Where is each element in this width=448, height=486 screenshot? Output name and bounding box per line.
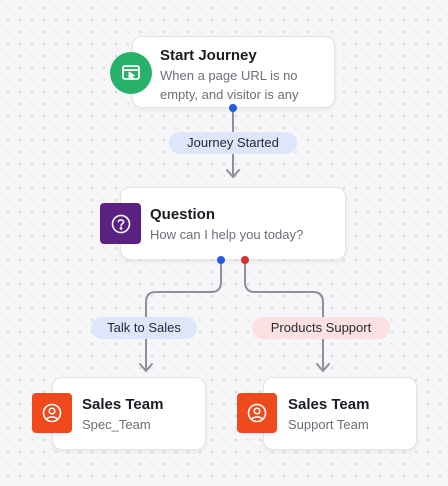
browser-pointer-icon xyxy=(122,65,140,80)
start-journey-node[interactable]: Start Journey When a page URL is no empt… xyxy=(132,36,335,108)
arrowhead xyxy=(316,363,330,372)
support-team-node[interactable]: Sales Team Support Team xyxy=(263,377,417,450)
connector-question-sales xyxy=(145,259,222,371)
question-output-handle-support[interactable] xyxy=(241,256,249,264)
support-team-title: Sales Team xyxy=(288,396,370,413)
question-title: Question xyxy=(150,206,216,223)
question-circle-icon xyxy=(111,214,130,233)
sales-team-description: Spec_Team xyxy=(82,417,151,432)
question-node[interactable]: Question How can I help you today? xyxy=(120,187,346,260)
arrowhead xyxy=(139,363,153,372)
arrowhead xyxy=(226,169,240,178)
start-journey-title: Start Journey xyxy=(160,47,257,64)
sales-team-node[interactable]: Sales Team Spec_Team xyxy=(52,377,206,450)
question-output-handle-sales[interactable] xyxy=(217,256,225,264)
connector-question-support xyxy=(244,259,324,371)
start-output-handle[interactable] xyxy=(229,104,237,112)
user-circle-icon xyxy=(247,403,267,423)
start-journey-icon-badge xyxy=(110,52,152,94)
sales-team-title: Sales Team xyxy=(82,396,164,413)
sales-team-icon-badge xyxy=(32,393,72,433)
start-journey-description: When a page URL is no empty, and visitor… xyxy=(160,68,299,102)
support-team-icon-badge xyxy=(237,393,277,433)
edge-label-journey-started: Journey Started xyxy=(169,132,297,154)
question-icon-badge xyxy=(100,203,141,244)
edge-label-talk-to-sales: Talk to Sales xyxy=(91,317,197,339)
question-description: How can I help you today? xyxy=(150,227,304,242)
support-team-description: Support Team xyxy=(288,417,369,432)
user-circle-icon xyxy=(42,403,62,423)
edge-label-products-support: Products Support xyxy=(252,317,390,339)
